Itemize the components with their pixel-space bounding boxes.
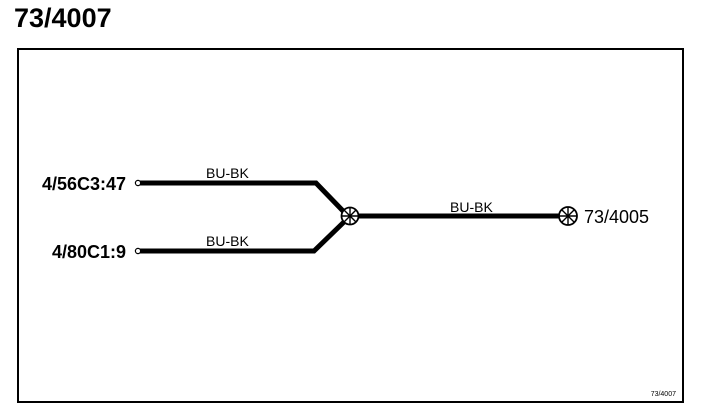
wire-bottom-color-label: BU-BK bbox=[206, 233, 249, 249]
wire-trunk-color-label: BU-BK bbox=[450, 199, 493, 215]
wire-top bbox=[140, 180, 347, 215]
splice-end-icon bbox=[558, 206, 578, 226]
diagram-frame bbox=[17, 48, 684, 403]
connector-left-bottom-label: 4/80C1:9 bbox=[52, 242, 126, 262]
pin-left-bottom-icon bbox=[134, 247, 142, 255]
page-title: 73/4007 bbox=[14, 3, 112, 33]
connector-right-label: 73/4005 bbox=[584, 207, 649, 227]
splice-icon bbox=[340, 206, 360, 226]
wire-top-color-label: BU-BK bbox=[206, 165, 249, 181]
wire-bottom bbox=[140, 219, 347, 254]
connector-left-top-label: 4/56C3:47 bbox=[42, 174, 126, 194]
diagram-reference-label: 73/4007 bbox=[651, 391, 676, 398]
pin-left-top-icon bbox=[134, 179, 142, 187]
